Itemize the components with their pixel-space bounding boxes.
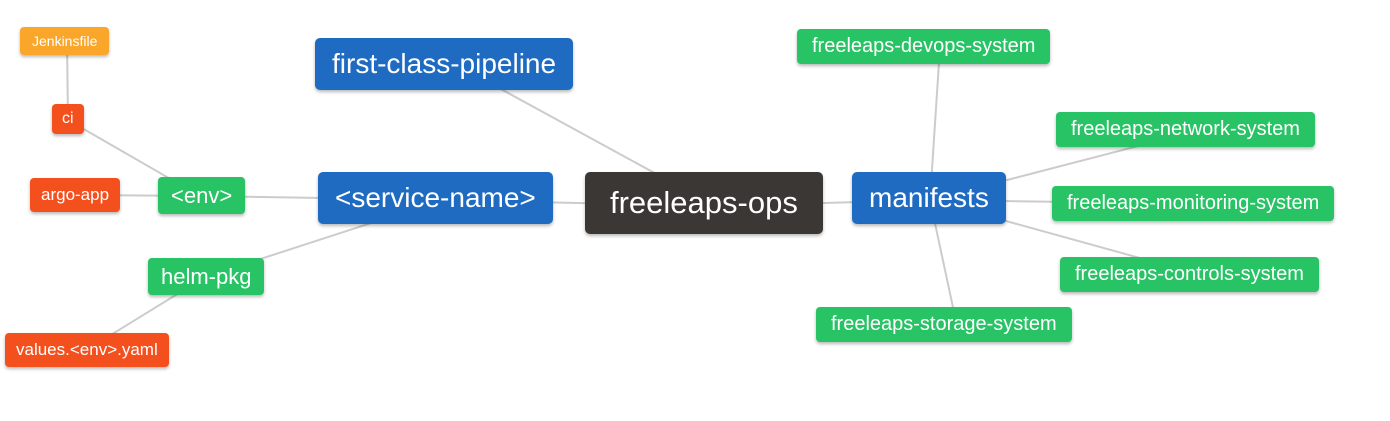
node-values-env-yaml[interactable]: values.<env>.yaml: [5, 333, 169, 367]
node-env[interactable]: <env>: [158, 177, 246, 215]
node-ci[interactable]: ci: [52, 104, 84, 135]
node-freeleaps-storage-system[interactable]: freeleaps-storage-system: [816, 307, 1072, 342]
node-freeleaps-devops-system[interactable]: freeleaps-devops-system: [797, 29, 1051, 64]
node-jenkinsfile[interactable]: Jenkinsfile: [20, 27, 110, 56]
node-freeleaps-network-system[interactable]: freeleaps-network-system: [1056, 112, 1315, 147]
node-manifests[interactable]: manifests: [852, 172, 1006, 225]
node-first-class-pipeline[interactable]: first-class-pipeline: [315, 38, 574, 91]
node-freeleaps-controls-system[interactable]: freeleaps-controls-system: [1060, 257, 1319, 292]
node-service-name[interactable]: <service-name>: [318, 172, 553, 225]
node-freeleaps-ops-root[interactable]: freeleaps-ops: [585, 172, 823, 234]
node-argo-app[interactable]: argo-app: [30, 178, 121, 212]
node-helm-pkg[interactable]: helm-pkg: [148, 258, 265, 296]
node-freeleaps-monitoring-system[interactable]: freeleaps-monitoring-system: [1052, 186, 1335, 221]
